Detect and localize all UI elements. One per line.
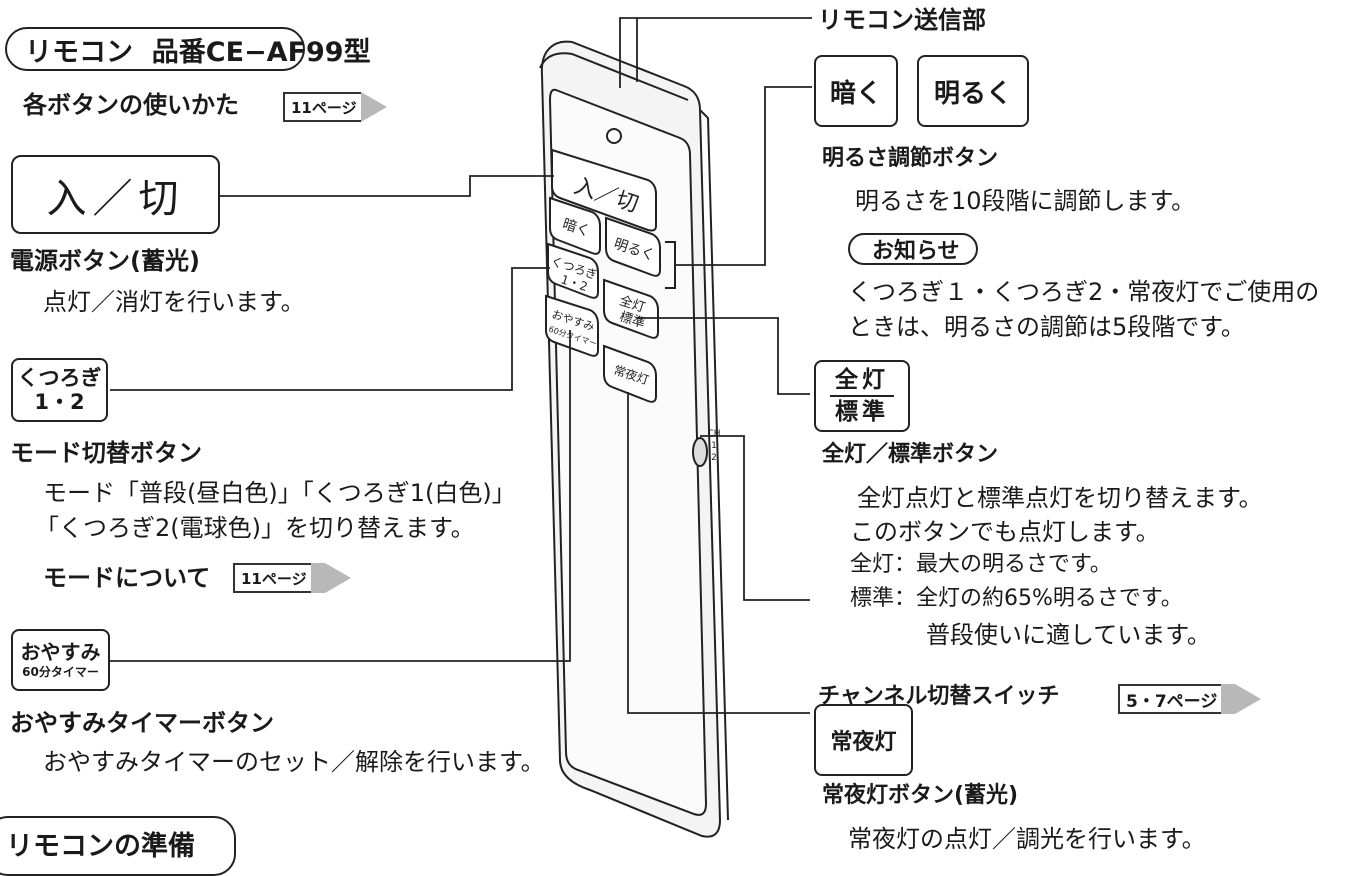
notice-line1: くつろぎ１・くつろぎ2・常夜灯でご使用の [848,278,1320,306]
dark-key-text: 暗く [829,78,882,109]
mode-key-illustration: くつろぎ 1・2 [11,358,108,422]
full-key-divider [830,395,894,397]
mode-page-ref[interactable]: 11ページ [233,563,351,593]
usage-label: 各ボタンの使いかた [23,91,239,119]
brightness-name: 明るさ調節ボタン [822,146,999,171]
leader-transmitter [619,17,812,88]
remote-label-full1: 全灯 [617,293,647,316]
leader-full [636,317,810,395]
mode-name: モード切替ボタン [10,439,202,467]
night-key-text: 常夜灯 [830,730,897,755]
remote-key-full [603,278,659,339]
remote-key-bright [605,216,661,277]
mode-desc-line2: 「くつろぎ2(電球色)」を切り替えます。 [35,514,475,542]
full-std-line4: 標準：全灯の約65%明るさです。 [850,586,1183,611]
full-std-key-illustration: 全灯 標準 [814,360,910,432]
remote-side-edge [699,109,729,821]
leader-night [627,392,810,714]
sleep-key-line2: 60分タイマー [22,665,99,679]
full-key-bottom: 標準 [835,399,889,425]
full-std-line3: 全灯：最大の明るさです。 [850,552,1112,577]
notice-line2: ときは、明るさの調節は5段階です。 [848,313,1245,341]
notice-text: お知らせ [872,239,960,264]
sleep-desc: おやすみタイマーのセット／解除を行います。 [43,748,545,776]
full-key-top: 全灯 [835,367,889,393]
dark-key-illustration: 暗く [814,55,898,127]
remote-label-ch: CH [707,429,720,439]
bright-key-illustration: 明るく [917,55,1029,127]
night-desc: 常夜灯の点灯／調光を行います。 [848,825,1206,853]
leader-power [220,175,554,197]
remote-label-full2: 標準 [617,309,647,332]
mode-key-line1: くつろぎ [17,366,102,390]
remote-key-sleep [545,294,599,357]
arrow-right-icon [360,92,387,122]
full-std-name: 全灯／標準ボタン [822,442,999,467]
night-key-illustration [814,704,913,776]
full-std-line1: 全灯点灯と標準点灯を切り替えます。 [857,484,1263,512]
remote-top-edge [539,52,689,101]
arrow-right-icon [1235,684,1262,714]
mode-key-line2: 1・2 [34,390,85,414]
remote-emitter [606,128,622,144]
sleep-key-line1: おやすみ [20,640,101,664]
mode-about-label: モードについて [43,564,211,592]
remote-key-power [551,148,657,232]
channel-switch [692,437,708,467]
remote-key-mode [547,242,599,299]
full-std-line2: このボタンでも点灯します。 [850,518,1160,546]
usage-page-ref[interactable]: 11ページ [283,92,387,122]
arrow-right-icon [324,563,351,593]
transmitter-label: リモコン送信部 [818,6,986,34]
bright-key-text: 明るく [933,78,1012,109]
channel-page-ref-label: 5・7ページ [1118,684,1222,714]
night-name: 常夜灯ボタン(蓄光) [822,783,1019,808]
notice-pill: お知らせ [848,233,978,265]
channel-page-ref[interactable]: 5・7ページ [1118,684,1262,714]
usage-page-ref-label: 11ページ [283,92,361,122]
remote-key-dark [549,196,601,255]
arrow-bar [1221,684,1236,714]
power-key-text: 入／切 [46,175,185,222]
arrow-bar [310,563,325,593]
title-pill: リモコン 品番CE−AF99型 [5,27,371,71]
mode-page-ref-label: 11ページ [233,563,311,593]
full-std-line5: 普段使いに適しています。 [926,621,1211,649]
footer-pill-text: リモコンの準備 [6,831,195,862]
leader-brightness [675,86,812,266]
power-desc: 点灯／消灯を行います。 [43,288,305,316]
remote-key-night [603,344,657,403]
mode-desc-line1: モード「普段(昼白色)」「くつろぎ1(白色)」 [43,479,516,507]
sleep-key-illustration: おやすみ 60分タイマー [11,629,110,691]
power-key-illustration: 入／切 [11,155,220,234]
power-name: 電源ボタン(蓄光) [10,247,200,275]
remote-label-ch2: 2 [711,453,717,463]
leader-mode [110,267,550,391]
sleep-name: おやすみタイマーボタン [10,709,274,737]
title-text: リモコン 品番CE−AF99型 [25,36,371,68]
leader-channel [700,435,810,601]
brightness-desc: 明るさを10段階に調節します。 [855,187,1196,215]
leader-sleep [110,330,571,662]
remote-label-ch1: 1 [711,441,717,451]
